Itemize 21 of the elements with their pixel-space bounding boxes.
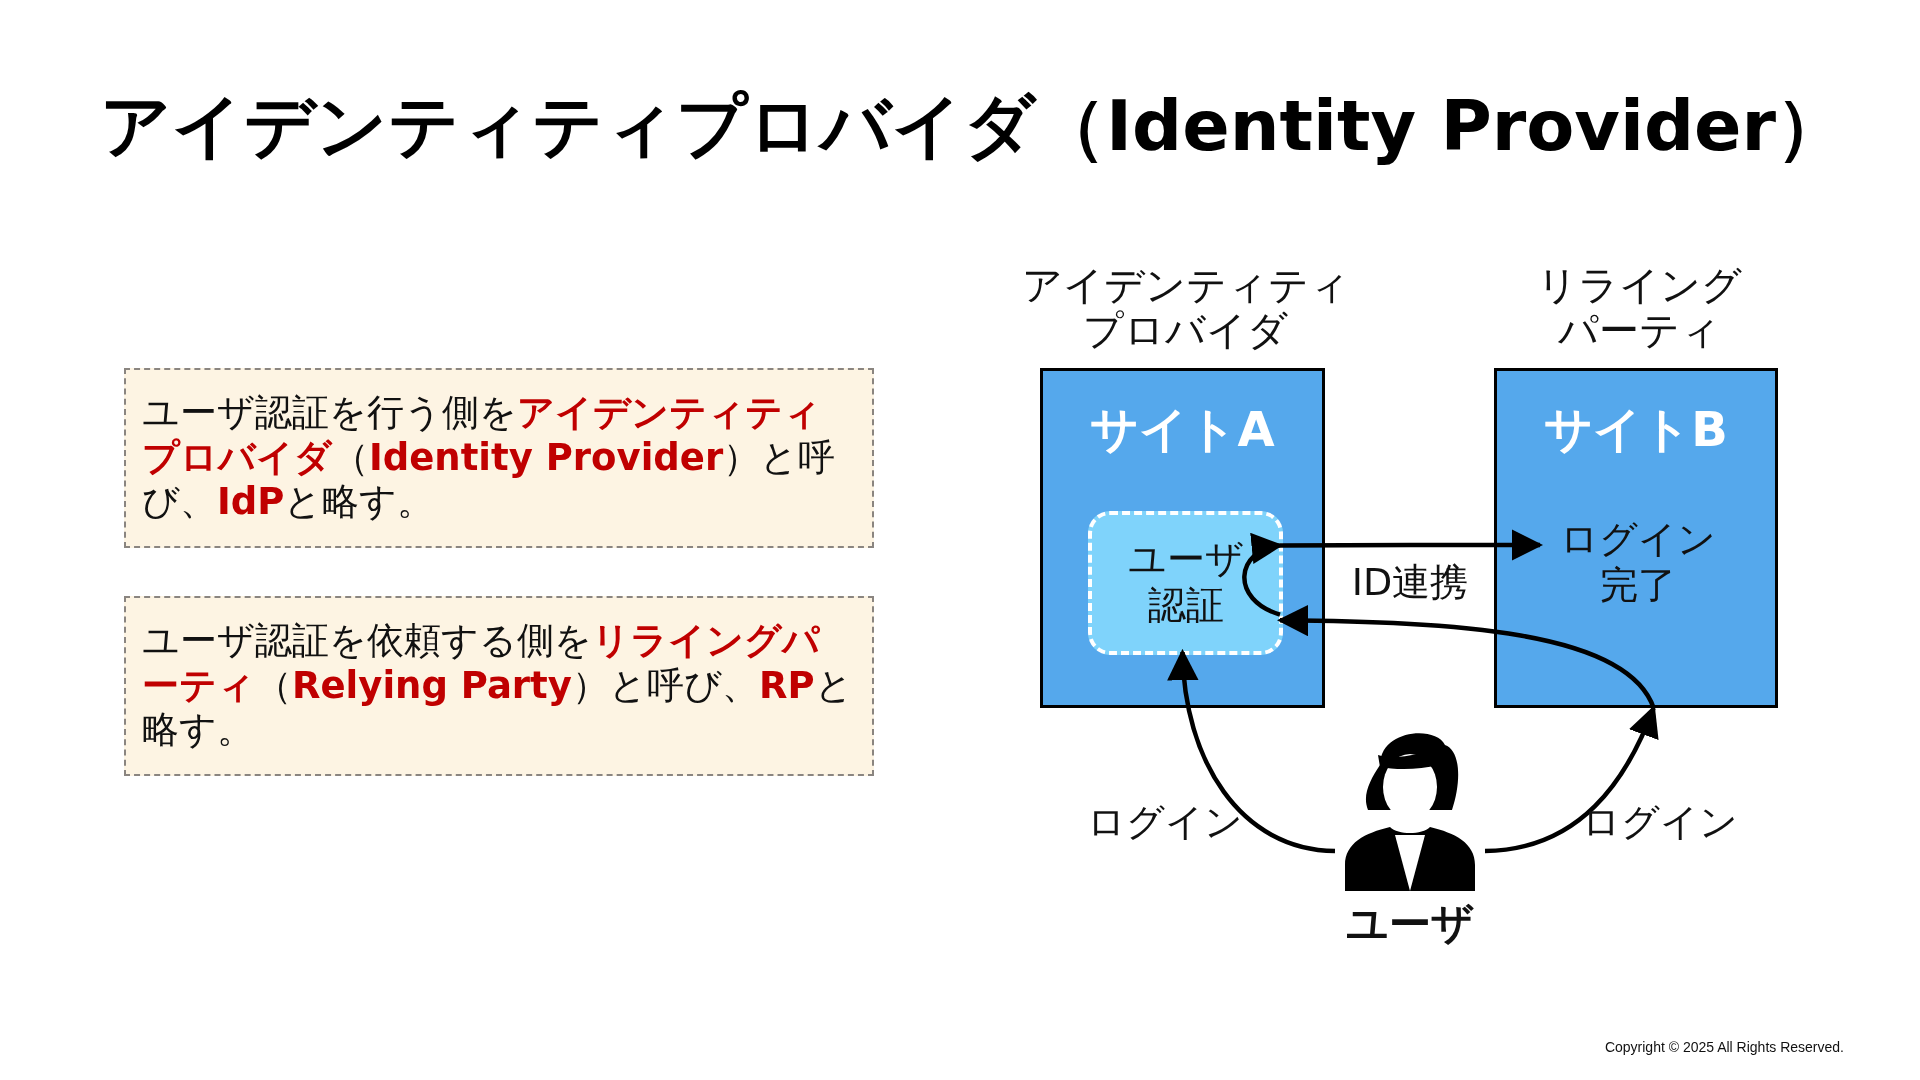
edge-label: ログイン bbox=[1581, 800, 1739, 846]
note-text: ユーザ認証を行う側をアイデンティティプロバイダ（Identity Provider）と呼び、IdPと略す。 bbox=[142, 391, 837, 525]
arrow bbox=[1484, 705, 1658, 854]
edge-label: ID連携 bbox=[1350, 560, 1470, 606]
auth-text: ユーザ認証 bbox=[1126, 537, 1245, 629]
site-name: サイトA bbox=[1089, 400, 1276, 459]
edge-label: ログイン bbox=[1086, 800, 1244, 846]
note-box bbox=[124, 596, 874, 776]
arrow bbox=[1280, 529, 1544, 561]
copyright-note: Copyright © 2025 All Rights Reserved. bbox=[1604, 1038, 1844, 1057]
site-heading: リライングパーティ bbox=[1535, 263, 1743, 353]
user-label: ユーザ bbox=[1346, 899, 1474, 950]
arrow bbox=[1242, 535, 1284, 617]
site-name: サイトB bbox=[1543, 400, 1729, 459]
note-text: ユーザ認証を依頼する側をリライングパーティ（Relying Party）と呼び、RPと略す。 bbox=[142, 619, 854, 753]
arrow bbox=[1168, 648, 1336, 854]
slide-title: アイデンティティプロバイダ（Identity Provider） bbox=[100, 84, 1847, 168]
site-heading: アイデンティティプロバイダ bbox=[1020, 263, 1351, 353]
note-box bbox=[124, 368, 874, 548]
result-text: ログイン完了 bbox=[1543, 518, 1733, 608]
auth-box bbox=[1088, 511, 1283, 655]
